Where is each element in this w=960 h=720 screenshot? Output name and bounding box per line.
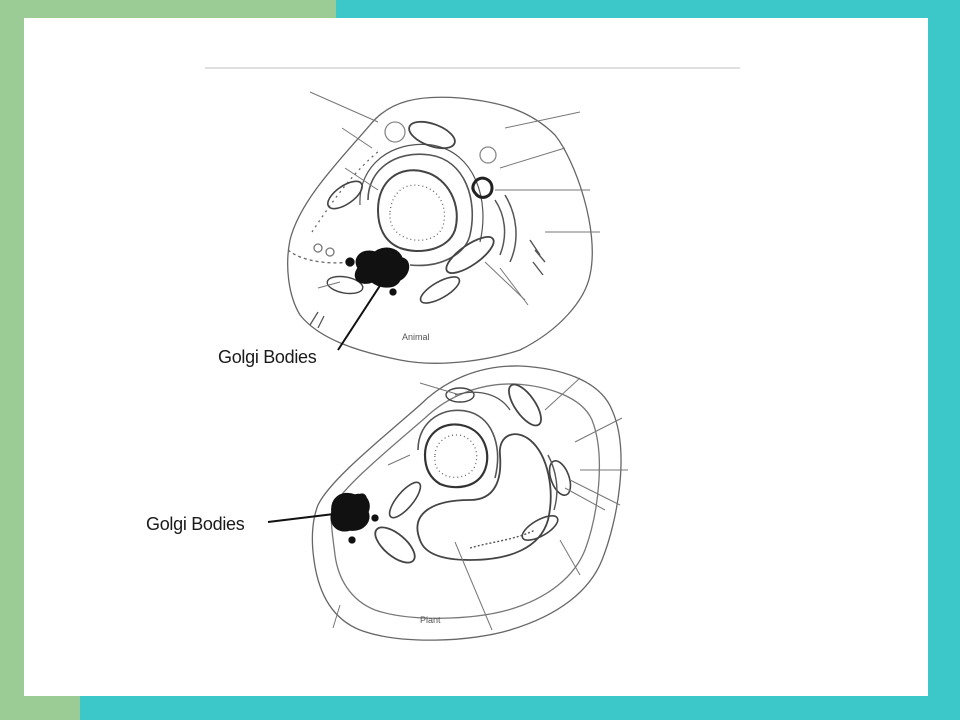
animal-golgi-label: Golgi Bodies [218,347,317,367]
animal-golgi-pointer [337,277,386,351]
cell-diagram [205,67,740,641]
plant-cell [267,365,628,641]
animal-cell [287,91,600,364]
plant-nucleus [423,423,489,489]
slide-canvas: Golgi Bodies Animal Golgi Bodies Plant [24,18,928,696]
plant-chloroplast-1 [508,383,542,427]
animal-golgi-body [354,247,410,288]
plant-vacuole [416,433,552,561]
plant-cell-caption: Plant [420,615,441,625]
plant-golgi-pointer [267,513,335,523]
animal-cell-membrane [287,96,593,364]
animal-nucleolus [389,184,446,241]
plant-cell-wall [311,365,622,641]
animal-cell-caption: Animal [402,332,430,342]
animal-nucleus [376,169,458,252]
frame-accent-bottom [0,696,80,720]
plant-chloroplast-2 [374,526,416,564]
frame-accent-left [0,0,24,720]
plant-golgi-label: Golgi Bodies [146,514,245,534]
plant-golgi-body [330,492,370,532]
animal-mitochondrion-1 [408,120,456,150]
animal-centrosome [471,176,494,199]
frame-accent-top [0,0,336,18]
